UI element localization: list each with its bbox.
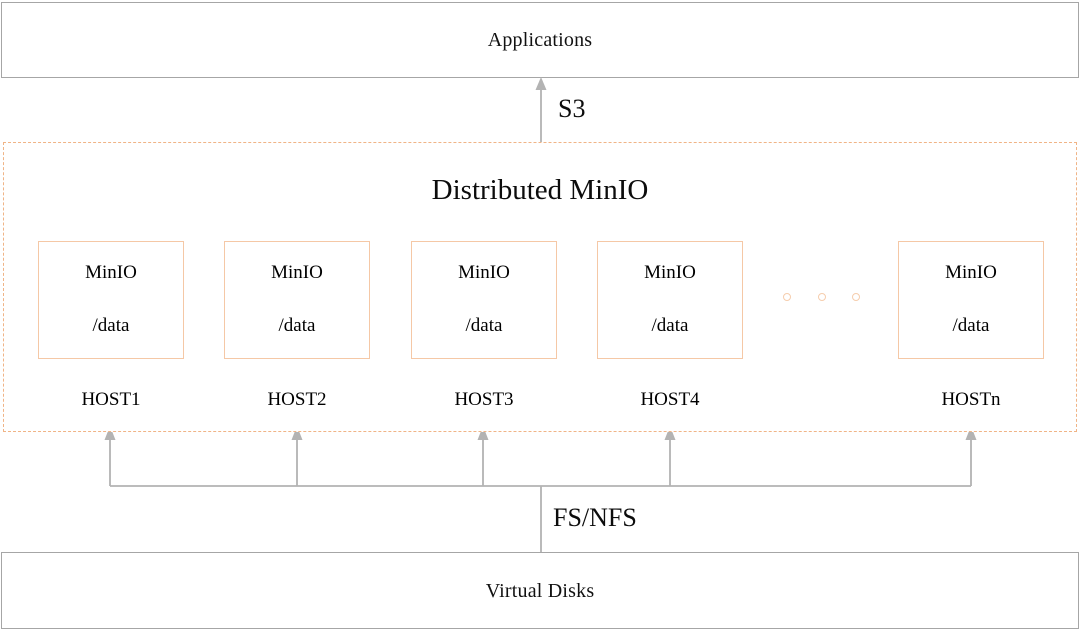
minio-node-path: /data: [92, 315, 130, 336]
minio-node-title: MinIO: [644, 262, 696, 283]
minio-node-box[interactable]: MinIO /data: [38, 241, 184, 359]
riser-hostn: [965, 426, 977, 486]
minio-node-path: /data: [651, 315, 689, 336]
riser-host4: [664, 426, 676, 486]
cluster-title: Distributed MinIO: [431, 174, 649, 206]
ellipsis-dot-icon: [783, 293, 791, 301]
minio-node-title: MinIO: [271, 262, 323, 283]
host-label: HOST2: [267, 389, 327, 410]
virtual-disks-label: Virtual Disks: [485, 579, 595, 602]
applications-label: Applications: [487, 29, 593, 51]
host-label: HOST3: [454, 389, 514, 410]
s3-arrow: [535, 77, 547, 142]
applications-box: Applications: [1, 2, 1079, 78]
minio-node-path: /data: [465, 315, 503, 336]
s3-edge-label: S3: [558, 94, 586, 123]
host-label: HOSTn: [941, 389, 1001, 410]
ellipsis-dot-icon: [818, 293, 826, 301]
minio-node-box[interactable]: MinIO /data: [898, 241, 1044, 359]
minio-node-path: /data: [278, 315, 316, 336]
minio-node-title: MinIO: [85, 262, 137, 283]
virtual-disks-box: Virtual Disks: [1, 552, 1079, 629]
host-label: HOST1: [81, 389, 141, 410]
fsnfs-bus: [104, 426, 977, 552]
minio-node-box[interactable]: MinIO /data: [224, 241, 370, 359]
riser-host2: [291, 426, 303, 486]
fsnfs-edge-label: FS/NFS: [553, 503, 637, 532]
ellipsis-dot-icon: [852, 293, 860, 301]
minio-node-title: MinIO: [945, 262, 997, 283]
riser-host1: [104, 426, 116, 486]
host-label: HOST4: [640, 389, 700, 410]
minio-node-title: MinIO: [458, 262, 510, 283]
minio-node-path: /data: [952, 315, 990, 336]
riser-host3: [477, 426, 489, 486]
ellipsis-dots-icon: [780, 293, 870, 307]
minio-node-box[interactable]: MinIO /data: [597, 241, 743, 359]
minio-node-box[interactable]: MinIO /data: [411, 241, 557, 359]
